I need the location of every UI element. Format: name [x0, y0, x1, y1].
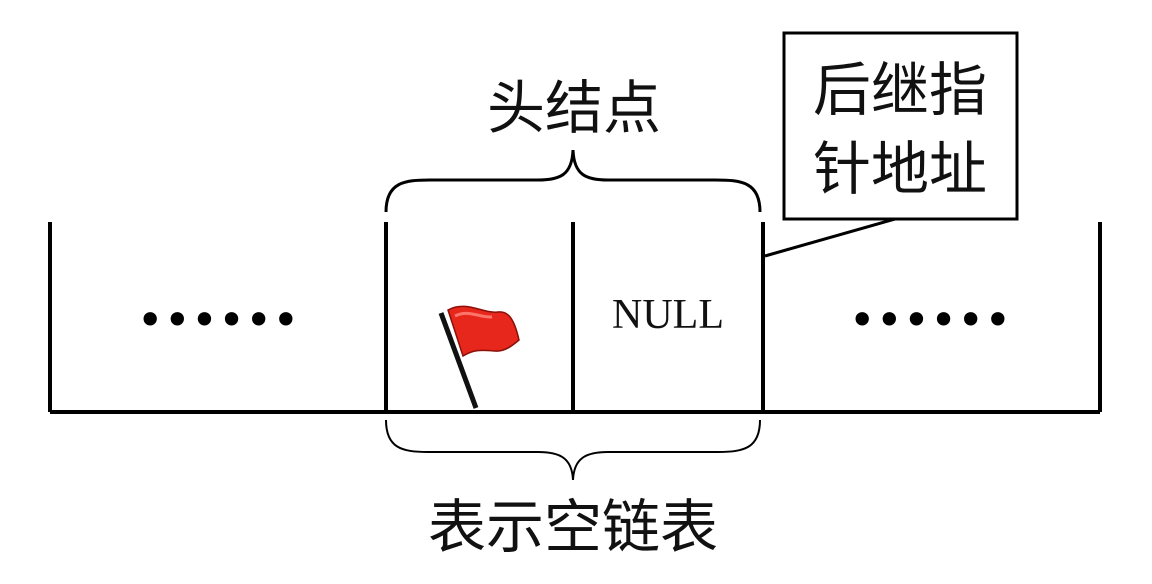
empty-list-bottom-brace [385, 419, 761, 481]
head-node-top-brace [384, 149, 762, 213]
ellipsis-left: •••••• [137, 293, 300, 347]
empty-list-label: 表示空链表 [428, 493, 718, 561]
memory-cells [48, 222, 1102, 414]
callout-text-line1: 后继指 [813, 56, 987, 124]
callout-box [782, 31, 1019, 221]
red-flag-icon [438, 305, 520, 409]
callout-text-line2: 针地址 [813, 135, 987, 203]
callout-leader-line [764, 217, 896, 258]
next-pointer-callout: 后继指 针地址 [764, 31, 1019, 258]
null-pointer-label: NULL [612, 292, 724, 338]
head-node-label: 头结点 [487, 74, 661, 142]
ellipsis-right: •••••• [849, 293, 1012, 347]
